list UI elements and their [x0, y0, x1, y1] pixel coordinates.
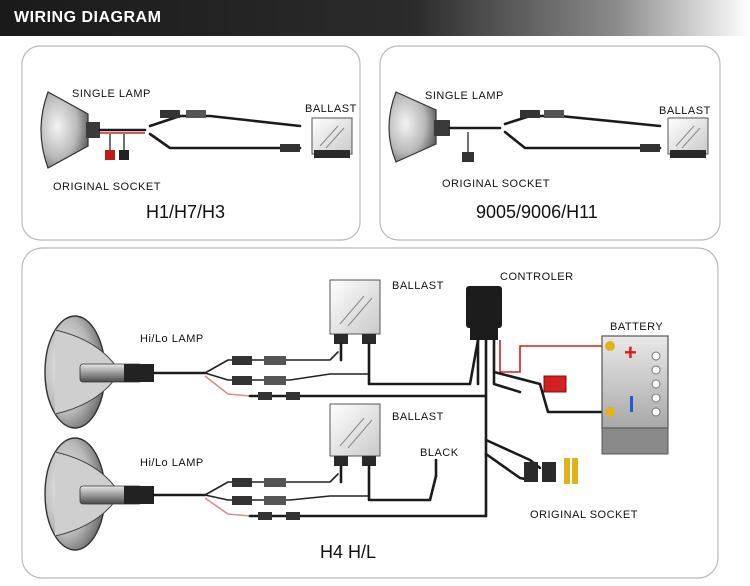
model-label: H1/H7/H3 [146, 202, 225, 222]
fuse [543, 375, 567, 393]
battery-negative-sign [630, 396, 633, 412]
panel-h4: + Hi/Lo LAMP Hi/Lo LAMP BALLAST BALLAST … [21, 247, 719, 579]
connector [232, 356, 300, 400]
wire [503, 130, 662, 150]
ballast-upper [329, 279, 381, 344]
panel-frame [21, 45, 361, 241]
wire-pink [204, 375, 251, 397]
hi-lo-lamp-label: Hi/Lo LAMP [140, 457, 204, 469]
black-label: BLACK [420, 447, 459, 459]
single-lamp [40, 91, 100, 169]
wire [367, 338, 480, 386]
model-label: H4 H/L [320, 542, 376, 562]
hi-lo-lamp-lower [44, 437, 154, 551]
panel-frame [379, 45, 721, 241]
header-bar: WIRING DIAGRAM [0, 0, 750, 36]
ballast [667, 117, 709, 158]
connector [160, 110, 300, 152]
controller-label: CONTROLER [500, 271, 574, 283]
ballast-label: BALLAST [392, 280, 444, 292]
page-title: WIRING DIAGRAM [14, 9, 162, 26]
wire-pink [204, 497, 251, 517]
wire [367, 464, 438, 502]
hi-lo-lamp-label: Hi/Lo LAMP [140, 333, 204, 345]
wire [204, 372, 369, 381]
ballast-label: BALLAST [659, 105, 711, 117]
original-socket [462, 132, 474, 162]
wire [492, 338, 522, 394]
wire [148, 132, 302, 150]
original-socket-label: ORIGINAL SOCKET [442, 178, 550, 190]
negative-wire [492, 370, 612, 414]
wire [204, 494, 369, 501]
ballast-label: BALLAST [392, 411, 444, 423]
single-lamp-label: SINGLE LAMP [425, 90, 504, 102]
battery-label: BATTERY [610, 321, 663, 333]
original-socket [105, 134, 129, 160]
model-label: 9005/9006/H11 [476, 202, 598, 222]
connector [520, 110, 660, 152]
positive-wire [499, 340, 610, 373]
hi-lo-lamp-upper [44, 315, 154, 429]
ballast-label: BALLAST [305, 103, 357, 115]
connector [232, 478, 300, 520]
single-lamp [388, 91, 450, 163]
battery-positive-sign: + [624, 340, 637, 365]
original-socket-label: ORIGINAL SOCKET [53, 181, 161, 193]
panel-9005: SINGLE LAMP BALLAST ORIGINAL SOCKET 9005… [379, 45, 721, 241]
panel-h1: SINGLE LAMP BALLAST ORIGINAL SOCKET H1/H… [21, 45, 361, 241]
original-socket-label: ORIGINAL SOCKET [530, 509, 638, 521]
single-lamp-label: SINGLE LAMP [72, 88, 151, 100]
battery [601, 335, 669, 455]
ballast-lower [329, 403, 381, 466]
ballast [311, 117, 353, 158]
original-socket [524, 458, 578, 484]
controller [466, 286, 502, 340]
